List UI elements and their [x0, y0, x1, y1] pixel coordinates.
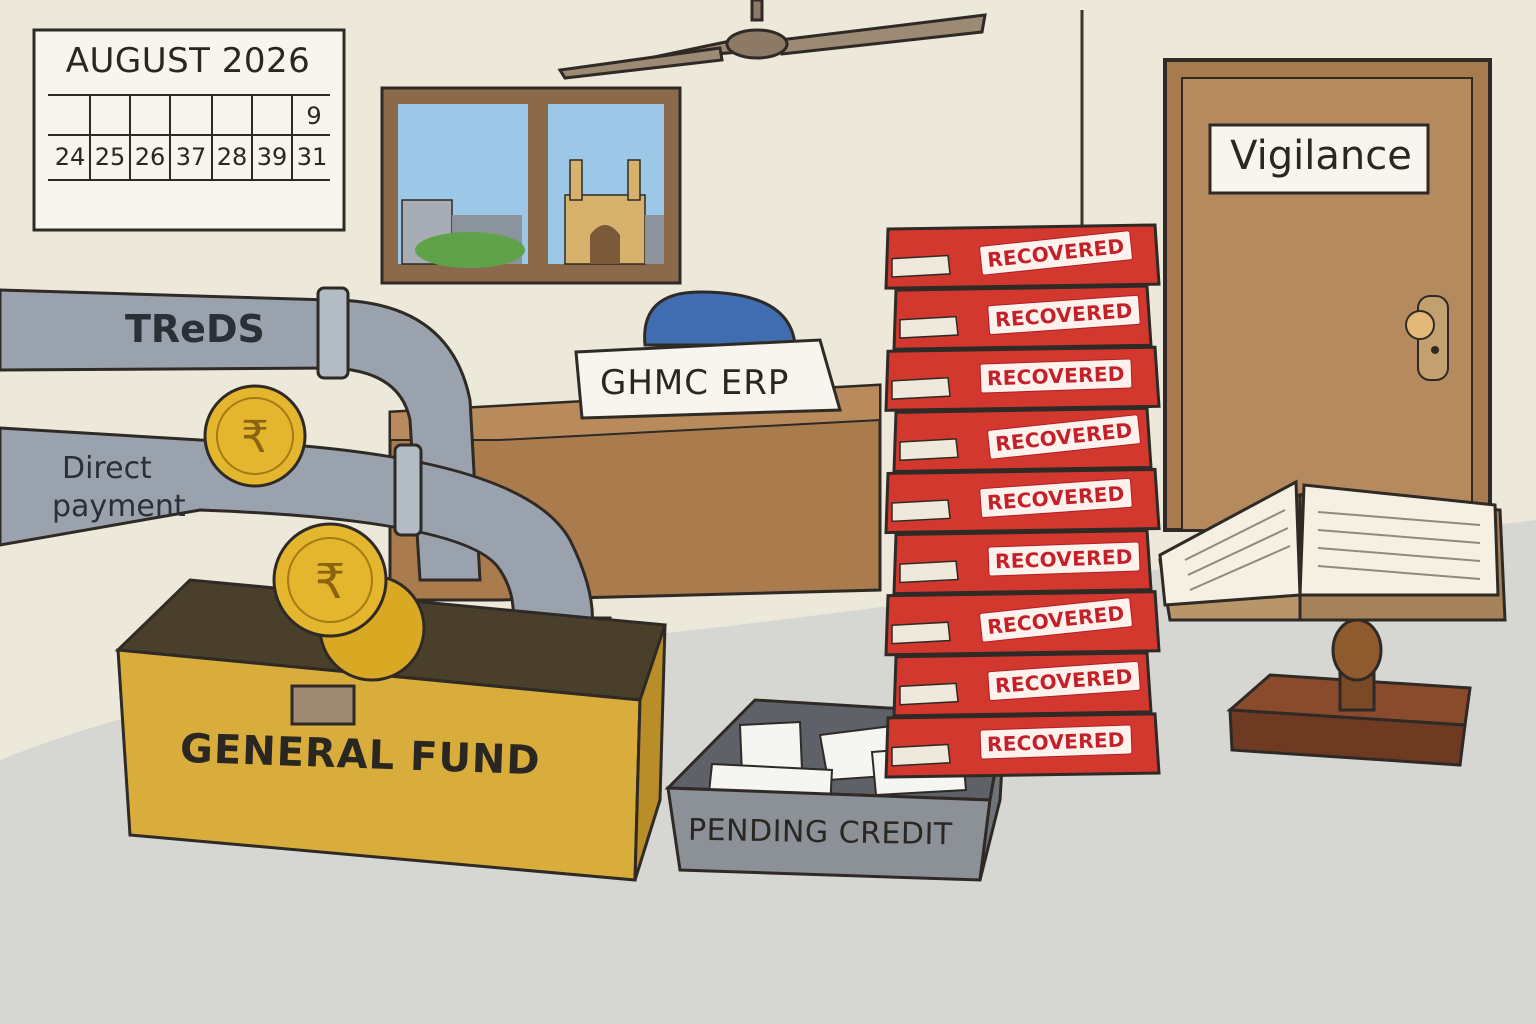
- calendar-day: 39: [256, 143, 288, 171]
- rubber-stamp-icon: [1226, 618, 1472, 767]
- calendar-day: 9: [306, 102, 322, 130]
- direct-payment-label-line1: Direct: [62, 451, 152, 486]
- pending-credit-label: PENDING CREDIT: [687, 812, 953, 853]
- desk-nameplate: [574, 338, 842, 420]
- direct-payment-label-line2: payment: [52, 489, 186, 524]
- treds-pipe: [0, 286, 482, 582]
- rupee-coin-icon: ₹: [272, 522, 426, 682]
- vigilance-door: [1163, 58, 1492, 532]
- calendar-day: 31: [296, 143, 328, 171]
- file-pages: [891, 376, 951, 400]
- door-knob-icon: [1405, 295, 1449, 381]
- ceiling-fan-icon: [557, 0, 987, 80]
- recovered-stamp: RECOVERED: [979, 724, 1133, 760]
- file-pages: [899, 682, 959, 706]
- recovered-stamp: RECOVERED: [979, 358, 1133, 394]
- calendar-day: 28: [216, 143, 248, 171]
- recovered-stamp: RECOVERED: [987, 541, 1141, 577]
- open-ledger-icon: [1158, 479, 1507, 622]
- office-window: [380, 86, 682, 285]
- calendar-day: 24: [54, 143, 86, 171]
- calendar-day: 37: [175, 143, 207, 171]
- svg-text:₹: ₹: [315, 554, 346, 610]
- treds-pipe-label: TReDS: [125, 307, 265, 351]
- door-sign-label: Vigilance: [1230, 133, 1412, 179]
- calendar-day: 26: [134, 143, 166, 171]
- file-pages: [899, 560, 959, 584]
- calendar-month-title: AUGUST 2026: [65, 41, 311, 81]
- file-pages: [899, 315, 959, 339]
- general-fund-label: GENERAL FUND: [179, 725, 542, 785]
- file-pages: [891, 621, 951, 645]
- file-pages: [891, 254, 951, 278]
- calendar-day: 25: [94, 143, 126, 171]
- file-pages: [899, 438, 959, 462]
- office-chair: [643, 290, 797, 347]
- file-pages: [891, 499, 951, 523]
- rupee-coin-icon: ₹: [203, 384, 307, 488]
- svg-text:₹: ₹: [241, 412, 269, 463]
- desk-sign-label: GHMC ERP: [600, 363, 790, 403]
- wall-calendar: [32, 28, 346, 232]
- file-pages: [891, 743, 951, 767]
